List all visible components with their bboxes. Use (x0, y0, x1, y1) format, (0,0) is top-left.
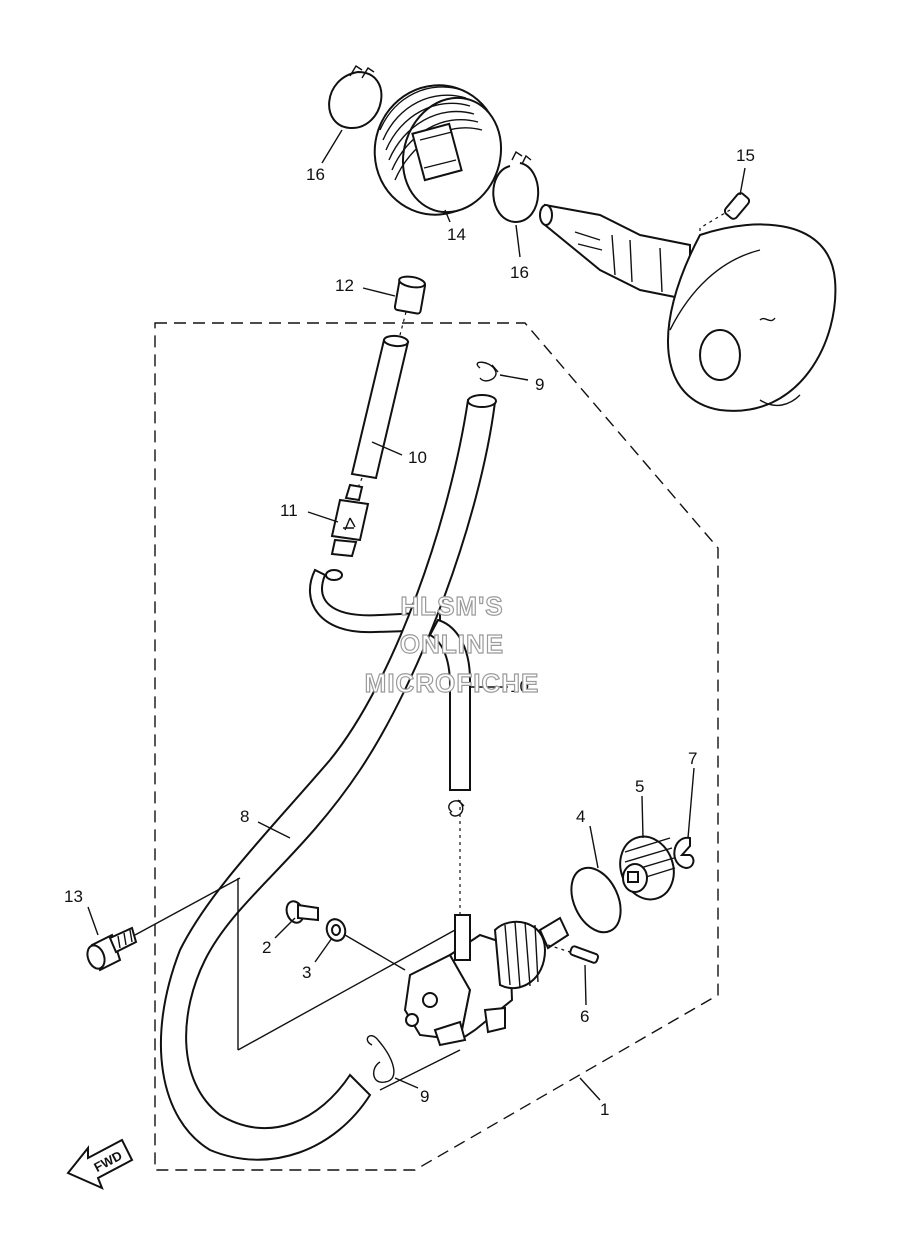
part-7-e-clip[interactable] (673, 836, 695, 870)
callout-3: 3 (302, 963, 311, 982)
callout-8: 8 (240, 807, 249, 826)
part-15-pin[interactable] (699, 192, 751, 270)
callout-5: 5 (635, 777, 644, 796)
watermark-line-3: MICROFICHE (365, 668, 540, 698)
part-16-circlip-right[interactable] (492, 150, 540, 224)
callout-10-upper: 10 (408, 448, 427, 467)
callout-13: 13 (64, 887, 83, 906)
callout-6: 6 (580, 1007, 589, 1026)
callout-2: 2 (262, 938, 271, 957)
part-2-bolt[interactable] (284, 899, 319, 925)
callout-14: 14 (447, 225, 466, 244)
fwd-arrow-icon: FWD (66, 1138, 134, 1190)
leader-lines (87, 129, 746, 1101)
callout-16-right: 16 (510, 263, 529, 282)
watermark-line-1: HLSM'S (400, 591, 503, 621)
part-4-o-ring[interactable] (562, 860, 631, 940)
part-9-clamp-mid[interactable] (448, 799, 465, 817)
callout-1: 1 (600, 1100, 609, 1119)
assembly-boundary (154, 322, 719, 1171)
callout-9-upper: 9 (535, 375, 544, 394)
part-6-pin[interactable] (547, 944, 600, 964)
callout-10-lower: 10 (510, 677, 529, 696)
part-11-fuel-filter[interactable] (330, 483, 370, 558)
callout-15: 15 (736, 146, 755, 165)
callout-11: 11 (280, 501, 298, 520)
part-8-long-hose[interactable] (159, 394, 497, 1161)
part-9-clamp-upper[interactable] (476, 361, 499, 382)
drive-shaft-housing[interactable] (539, 203, 837, 412)
callout-9-lower: 9 (420, 1087, 429, 1106)
watermark: HLSM'S ONLINE MICROFICHE (364, 590, 540, 698)
part-5-gear[interactable] (612, 829, 683, 907)
part-14-pulley[interactable] (358, 69, 516, 231)
part-16-circlip-left[interactable] (328, 65, 383, 130)
part-9-clamp-lower[interactable] (366, 1035, 395, 1083)
callout-4: 4 (576, 807, 585, 826)
part-1-pump-assembly[interactable] (237, 878, 570, 1091)
part-13-bolt[interactable] (84, 877, 241, 972)
part-10-hose-upper[interactable] (350, 334, 410, 496)
part-12-cap[interactable] (393, 275, 427, 336)
part-3-washer[interactable] (324, 917, 406, 971)
watermark-line-2: ONLINE (400, 629, 504, 659)
callout-7: 7 (688, 749, 697, 768)
callout-12: 12 (335, 276, 354, 295)
part-10-hose-lower[interactable] (428, 618, 471, 920)
callouts: 16 14 16 15 12 9 10 11 10 8 13 2 3 4 5 7… (64, 146, 755, 1119)
callout-16-left: 16 (306, 165, 325, 184)
